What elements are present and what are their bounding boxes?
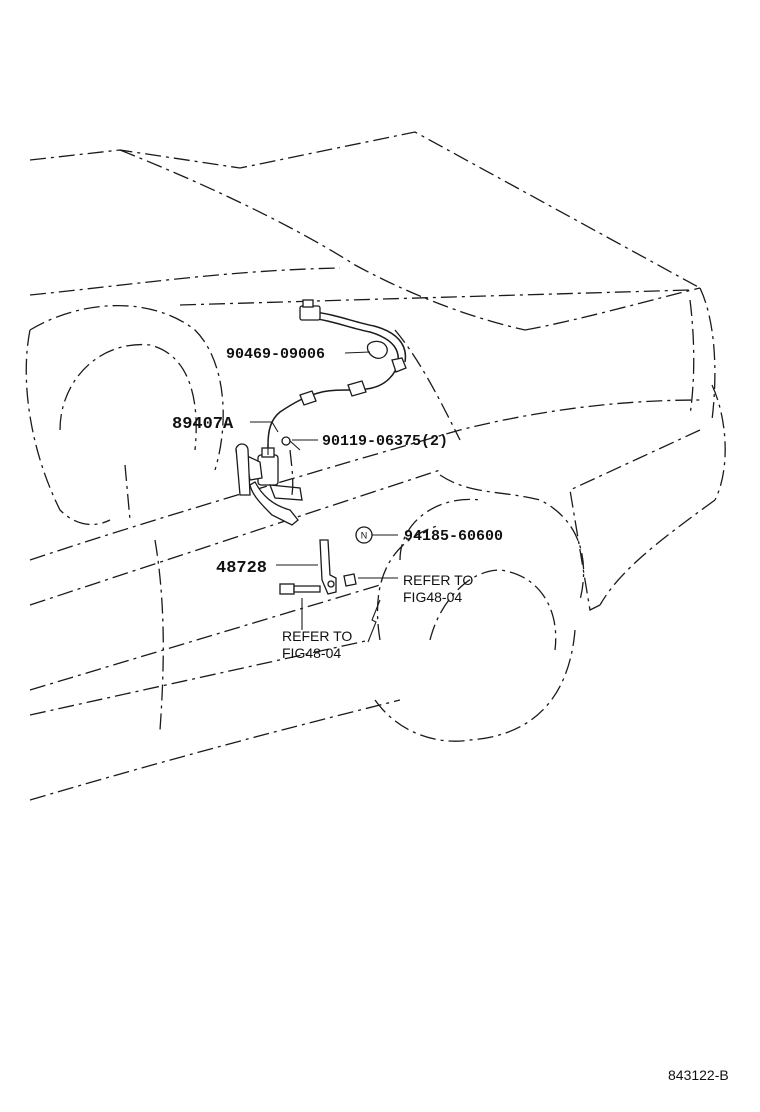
nut-body [343, 573, 357, 587]
front-wheel-lower [374, 629, 576, 742]
door-line [29, 469, 441, 606]
leader-90469 [344, 351, 371, 354]
harness-connector-tab [302, 299, 314, 308]
hood-rear-edge [524, 287, 701, 331]
harness-connector [299, 305, 321, 321]
label-90469-09006: 90469-09006 [226, 346, 325, 363]
sensor-bracket [249, 481, 299, 526]
front-wheel [429, 569, 557, 651]
label-90119-06375: 90119-06375(2) [322, 433, 448, 450]
break-mark [367, 599, 381, 643]
bumper-side [569, 429, 701, 611]
screw-head [281, 436, 291, 446]
label-89407A: 89407A [172, 415, 234, 434]
rocker-line-2 [29, 639, 371, 716]
sensor-link [235, 447, 251, 496]
front-arch-inner [376, 524, 441, 641]
door-pillar [154, 539, 164, 731]
rocker-line-3 [29, 699, 401, 801]
left-wheel-hub [124, 464, 131, 521]
bracket-hole [327, 580, 335, 588]
label-refer-to-1: REFER TO [403, 572, 473, 588]
left-wheel-arch [29, 304, 224, 471]
left-wheel-lower [25, 329, 111, 526]
beltline [179, 289, 691, 306]
label-48728: 48728 [216, 559, 267, 578]
grille-edge [689, 299, 695, 416]
harness-clip [391, 357, 407, 373]
harness-wire [267, 317, 399, 460]
bracket-48728 [319, 539, 337, 595]
screw-90119-06375 [281, 436, 301, 496]
rocker-line-1 [29, 584, 381, 691]
hood-edge [29, 267, 341, 296]
drawing-id: 843122-B [668, 1067, 729, 1083]
leader-lines [250, 351, 398, 643]
nut-mark-badge: N [355, 526, 373, 544]
nut-94185-60600 [343, 573, 357, 587]
wire-harness [267, 299, 407, 460]
harness-clip-2 [347, 380, 367, 397]
bumper-front [711, 384, 726, 501]
screw-shaft [289, 440, 301, 451]
part-labels: 90469-09006 89407A 90119-06375(2) 94185-… [172, 346, 503, 661]
height-sensor-89407A [235, 443, 303, 526]
label-refer-to-2: REFER TO [282, 628, 352, 644]
left-wheel [59, 343, 197, 451]
bolt-head [279, 583, 295, 595]
clamp-90469-09006 [366, 340, 388, 359]
bolt-shaft [293, 585, 321, 593]
harness-wire-2 [313, 311, 407, 363]
fender-edge [394, 329, 461, 441]
label-fig-2: FIG48-04 [282, 645, 341, 661]
harness-clip-3 [299, 390, 317, 406]
front-fascia [699, 287, 716, 421]
front-wheel-arch [439, 474, 585, 601]
roof-line [29, 131, 701, 289]
nut-mark-letter: N [361, 531, 368, 541]
sensor-plate [269, 484, 303, 501]
label-94185-60600: 94185-60600 [404, 528, 503, 545]
leader-89407A [250, 421, 279, 433]
car-body-outline [25, 131, 726, 801]
screw-leader-dash [289, 449, 294, 496]
body-crease [29, 399, 701, 561]
label-fig-1: FIG48-04 [403, 589, 462, 605]
nut-mark-circle [355, 526, 373, 544]
bolt [279, 583, 321, 595]
bumper-lower [599, 499, 716, 606]
windshield-line [119, 149, 526, 331]
